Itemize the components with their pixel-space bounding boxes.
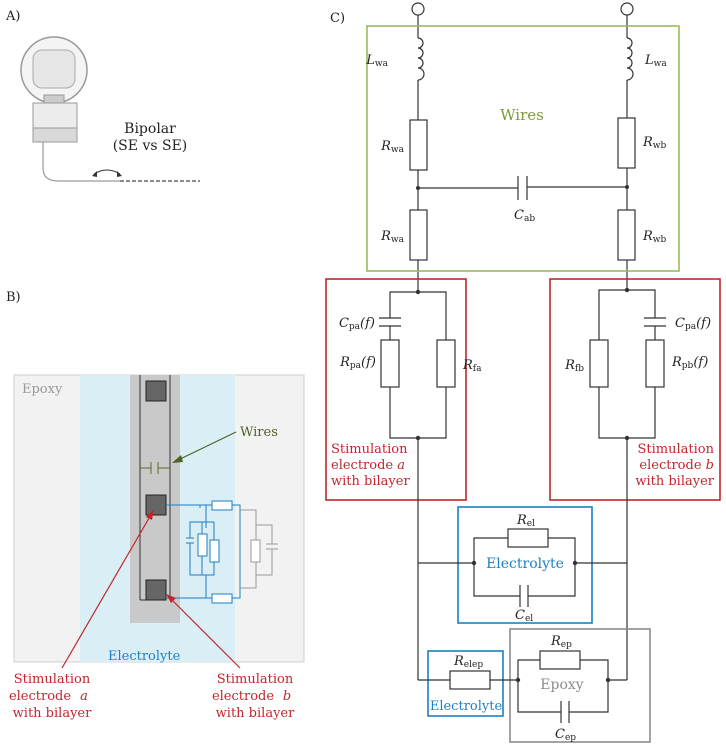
electrode-a-c-line3: with bilayer: [331, 474, 410, 489]
label-lwa-left: Lwa: [365, 53, 388, 69]
label-cep: Cep: [555, 727, 576, 743]
label-rel: Rel: [516, 513, 535, 529]
label-rpa: Rpa(f): [339, 355, 376, 371]
label-lwa-right: Lwa: [644, 53, 667, 69]
contact-pad-top: [145, 380, 167, 402]
electrolyte-label-b: Electrolyte: [108, 649, 181, 664]
panel-c-label: C): [330, 11, 345, 26]
electrode-b-c-line1: Stimulation: [638, 442, 715, 457]
epoxy-label-b: Epoxy: [22, 382, 63, 397]
resistor-rfb: [589, 339, 609, 388]
label-cpa-b: Cpa(f): [675, 316, 711, 332]
resistor-relep: [449, 670, 491, 690]
electrode-a-pad: [145, 494, 167, 516]
resistor-rel: [507, 528, 549, 548]
electrode-b-pad: [145, 579, 167, 601]
wires-box: [366, 25, 680, 272]
resistor-rpa: [380, 339, 400, 388]
label-rwb-1: Rwb: [642, 135, 667, 151]
mini-circuit-epoxy: [240, 509, 278, 589]
label-rfb: Rfb: [564, 358, 584, 374]
electrode-a-c-line2: electrode a: [331, 458, 405, 473]
resistor-rwa-2: [409, 209, 428, 261]
label-relep: Relep: [453, 654, 483, 670]
epoxy-box-label: Epoxy: [540, 677, 584, 693]
label-rep: Rep: [550, 634, 572, 650]
resistor-rfa: [436, 339, 456, 388]
panel-a: A) Bipolar (SE vs SE): [5, 9, 200, 182]
label-cab: Cab: [514, 208, 535, 224]
terminal-left: [411, 2, 425, 16]
electrode-a-label-line3: with bilayer: [13, 706, 92, 721]
electrolyte-box-2: [427, 650, 504, 717]
electrode-b-label-line1: Stimulation: [217, 672, 294, 687]
resistor-rwb-2: [617, 209, 636, 261]
resistor-rwa-1: [409, 119, 428, 171]
electrode-a-box: [325, 278, 467, 501]
electrode-a-label-letter: a: [80, 689, 88, 704]
electrode-a-c-line1: Stimulation: [331, 442, 408, 457]
label-cpa-a: Cpa(f): [339, 316, 375, 332]
label-rpb: Rpb(f): [671, 355, 708, 371]
bipolar-sub-label: (SE vs SE): [113, 138, 188, 154]
electrode-b-label-letter: b: [283, 689, 291, 704]
inductor-lwa-left: [417, 37, 425, 81]
implant-device-drawing: [20, 36, 200, 182]
panel-a-label: A): [5, 9, 20, 24]
electrode-b-label-line3: with bilayer: [216, 706, 295, 721]
label-cel: Cel: [515, 608, 533, 624]
label-rwa-2: Rwa: [380, 229, 405, 245]
label-rfa: Rfa: [462, 358, 482, 374]
label-rwa-1: Rwa: [380, 139, 405, 155]
electrode-a-label-line2: electrode: [9, 689, 71, 704]
resistor-rep: [539, 650, 581, 670]
electrolyte-box: [457, 506, 593, 624]
electrode-b-label-line2: electrode: [212, 689, 274, 704]
electrolyte-box-2-label: Electrolyte: [430, 699, 503, 714]
electrode-b-c-line2: electrode b: [639, 458, 714, 473]
panel-b-label: B): [6, 290, 21, 305]
electrode-b-box: [549, 278, 721, 501]
wires-label-b: Wires: [240, 425, 278, 440]
epoxy-box: [509, 628, 651, 743]
electrolyte-box-label: Electrolyte: [486, 556, 564, 572]
inductor-lwa-right: [626, 37, 634, 81]
panel-b: B) Epoxy Electrolyte Wires: [6, 290, 305, 721]
wires-box-label: Wires: [500, 106, 544, 124]
resistor-rwb-1: [617, 117, 636, 169]
label-rwb-2: Rwb: [642, 229, 667, 245]
resistor-rpb: [645, 339, 665, 388]
panel-c: C) Wires Lwa Lwa: [325, 2, 721, 743]
bipolar-label: Bipolar: [124, 121, 176, 137]
electrode-b-c-line3: with bilayer: [635, 474, 714, 489]
mini-circuit-electrode: [166, 500, 241, 604]
electrode-a-label-line1: Stimulation: [14, 672, 91, 687]
terminal-right: [620, 2, 634, 16]
